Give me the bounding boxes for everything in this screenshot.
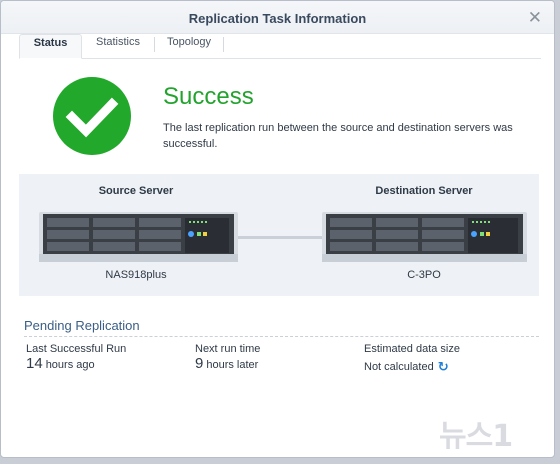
next-run-unit: hours later xyxy=(206,359,259,371)
tab-bar: Status Statistics Topology xyxy=(19,34,541,59)
destination-server-title: Destination Server xyxy=(375,185,473,197)
status-description: The last replication run between the sou… xyxy=(163,122,513,150)
refresh-icon[interactable]: ↻ xyxy=(437,360,449,375)
tab-topology[interactable]: Topology xyxy=(166,36,212,48)
data-size-text: Not calculated xyxy=(364,361,434,373)
status-title: Success xyxy=(163,83,254,110)
section-divider xyxy=(24,336,539,337)
replication-link xyxy=(238,236,322,239)
last-run-unit: hours ago xyxy=(45,359,95,371)
destination-server-icon xyxy=(322,212,527,262)
tab-statistics[interactable]: Statistics xyxy=(95,36,140,48)
pending-replication-heading: Pending Replication xyxy=(24,318,140,333)
destination-server-name: C-3PO xyxy=(407,269,441,281)
dialog-title: Replication Task Information xyxy=(188,11,367,26)
source-server-title: Source Server xyxy=(98,185,174,197)
title-bar: Replication Task Information ✕ xyxy=(1,1,554,34)
source-server-name: NAS918plus xyxy=(105,269,167,281)
last-run-label: Last Successful Run xyxy=(26,343,127,355)
tab-divider xyxy=(154,37,155,52)
tab-divider xyxy=(223,37,224,52)
topology-panel: Source Server Destination Server xyxy=(19,174,539,296)
data-size-value: Not calculated↻ xyxy=(364,360,449,375)
tab-status[interactable]: Status xyxy=(19,34,82,59)
replication-task-dialog: Replication Task Information ✕ Status St… xyxy=(0,0,555,458)
source-server-icon xyxy=(39,212,238,262)
data-size-label: Estimated data size xyxy=(364,343,460,355)
watermark-logo: 뉴스1 xyxy=(439,419,513,454)
next-run-number: 9 xyxy=(195,355,204,372)
last-run-number: 14 xyxy=(26,355,43,372)
success-checkmark-icon xyxy=(53,77,131,155)
close-icon[interactable]: ✕ xyxy=(527,8,542,28)
next-run-label: Next run time xyxy=(195,343,261,355)
